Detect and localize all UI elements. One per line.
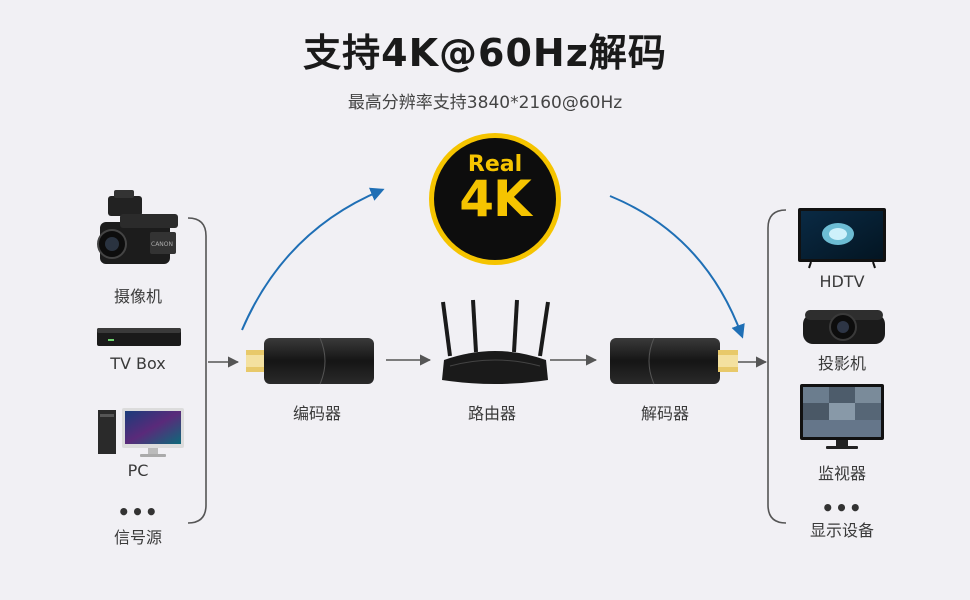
blue-arrow-down: [609, 195, 745, 339]
source-label-more: 信号源: [113, 528, 162, 547]
page-subtitle: 最高分辨率支持3840*2160@60Hz: [347, 93, 623, 113]
tv-box-icon: [97, 328, 181, 346]
source-label-pc: PC: [127, 461, 149, 480]
display-label-more: 显示设备: [809, 521, 874, 540]
hdtv-icon: [798, 208, 886, 269]
svg-text:CANON: CANON: [151, 241, 173, 248]
display-label-hdtv: HDTV: [819, 272, 865, 291]
camcorder-icon: CANON: [97, 190, 178, 264]
pc-icon: [98, 408, 184, 457]
decoder-label: 解码器: [640, 404, 689, 423]
encoder-dongle-icon: [246, 337, 374, 385]
page-title: 支持4K@60Hz解码: [303, 31, 667, 75]
badge-top-text: Real: [467, 152, 523, 177]
projector-icon: [803, 310, 885, 344]
blue-arrow-up: [241, 187, 385, 331]
real-4k-badge: [429, 133, 561, 265]
display-label-projector: 投影机: [817, 354, 866, 373]
display-bracket: [767, 209, 787, 524]
source-bracket: [187, 217, 207, 524]
monitor-icon: [800, 384, 884, 449]
badge-main-text: 4K: [459, 170, 532, 228]
router-icon: [441, 299, 550, 384]
source-more-dots: •••: [117, 500, 159, 524]
encoder-label: 编码器: [292, 404, 341, 423]
router-label: 路由器: [467, 404, 516, 423]
source-label-camcorder: 摄像机: [113, 287, 162, 306]
display-more-dots: •••: [821, 496, 863, 520]
source-label-tv-box: TV Box: [110, 354, 166, 373]
display-label-monitor: 监视器: [817, 464, 866, 483]
decoder-dongle-icon: [610, 337, 738, 385]
